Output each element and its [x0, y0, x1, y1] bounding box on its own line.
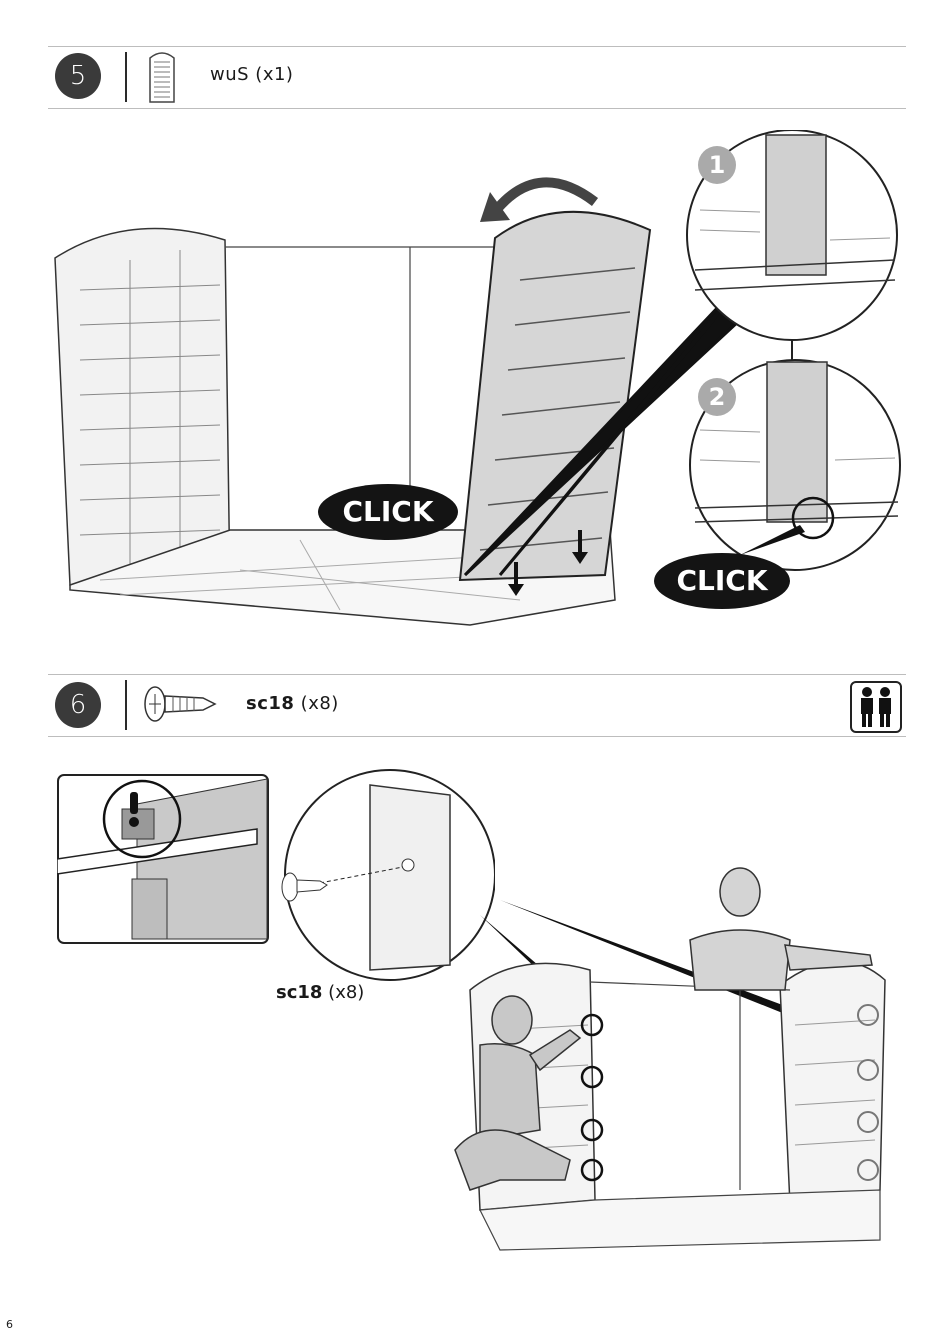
tilting-wall-panel: [460, 212, 650, 580]
step6-top-rule: [48, 674, 906, 675]
step-5-part-label: wuS (x1): [210, 64, 293, 85]
step5-bottom-rule: [48, 108, 906, 109]
page-number: 6: [6, 1318, 13, 1331]
step-5-part-qty: (x1): [255, 64, 293, 85]
screw-callout-qty: (x8): [328, 982, 364, 1003]
click-callout-main: CLICK: [318, 484, 458, 540]
step-6-part-code: sc18: [246, 693, 294, 714]
two-person-icon: [850, 681, 902, 733]
step-6-assembly-illustration: [440, 860, 910, 1270]
detail-marker-2: 2: [698, 378, 736, 416]
step-6-divider: [125, 680, 127, 730]
detail-marker-1: 1: [698, 146, 736, 184]
click-callout-detail: CLICK: [654, 553, 790, 609]
wall-panel-icon: [146, 48, 178, 104]
step-6-number: 6: [55, 682, 101, 728]
warning-detail-box: [57, 774, 269, 944]
step-6-part-label: sc18 (x8): [246, 693, 339, 714]
screw-callout-label: sc18 (x8): [276, 982, 364, 1003]
step5-top-rule: [48, 46, 906, 47]
screw-icon: [143, 684, 218, 724]
step-5-number: 5: [55, 53, 101, 99]
screw-callout-code: sc18: [276, 982, 322, 1003]
rotate-arrow: [498, 182, 595, 208]
step-6-part-qty: (x8): [301, 693, 339, 714]
left-wall-panel: [55, 228, 230, 590]
step6-bottom-rule: [48, 736, 906, 737]
step-5-divider: [125, 52, 127, 102]
step-5-part-code: wuS: [210, 64, 249, 85]
